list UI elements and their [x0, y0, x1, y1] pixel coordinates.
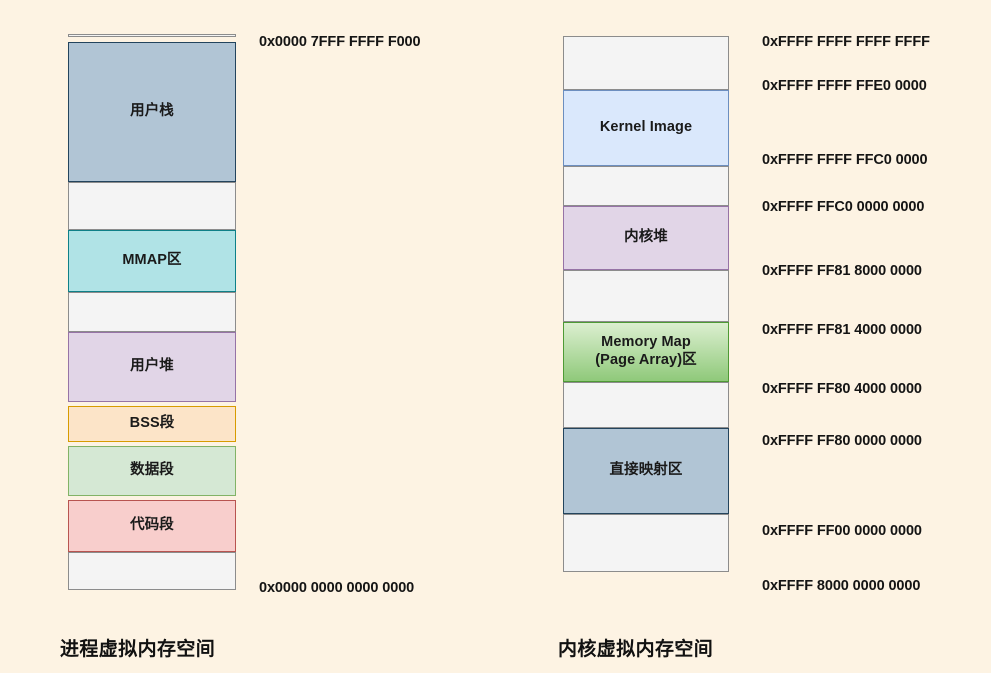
block-label: 内核堆 — [624, 229, 668, 246]
stack-top-hairline — [68, 34, 236, 37]
kernel-address-label: 0xFFFF FF80 4000 0000 — [762, 381, 922, 397]
kernel-gap-block — [563, 36, 729, 90]
kernel-block-direct: 直接映射区 — [563, 428, 729, 514]
block-label: 数据段 — [130, 462, 174, 479]
kernel-address-label: 0xFFFF FF81 4000 0000 — [762, 322, 922, 338]
process-space-caption: 进程虚拟内存空间 — [60, 639, 216, 660]
kernel-address-label: 0xFFFF 8000 0000 0000 — [762, 578, 921, 594]
process-block-code: 代码段 — [68, 500, 236, 552]
process-block-heap: 用户堆 — [68, 332, 236, 402]
kernel-gap-block — [563, 166, 729, 206]
kernel-space-caption: 内核虚拟内存空间 — [558, 639, 714, 660]
process-gap-block — [68, 552, 236, 590]
kernel-gap-block — [563, 382, 729, 428]
kernel-block-stack: Kernel Image 内核堆 Memory Map (Page Array)区直… — [563, 36, 729, 572]
process-memory-column: 用户栈 MMAP区用户堆 BSS段数据段代码段 — [68, 34, 236, 590]
kernel-block-kimage: Kernel Image — [563, 90, 729, 166]
kernel-address-label: 0xFFFF FFFF FFC0 0000 — [762, 152, 928, 168]
process-gap-block — [68, 292, 236, 332]
kernel-address-label: 0xFFFF FFFF FFFF FFFF — [762, 34, 930, 50]
process-gap-block — [68, 182, 236, 230]
block-label: 用户栈 — [130, 103, 174, 120]
block-label: Memory Map (Page Array)区 — [595, 334, 697, 368]
block-label: 直接映射区 — [609, 462, 683, 479]
process-block-stack: 用户栈 MMAP区用户堆 BSS段数据段代码段 — [68, 34, 236, 590]
kernel-address-label: 0xFFFF FFFF FFE0 0000 — [762, 78, 927, 94]
kernel-address-label: 0xFFFF FF80 0000 0000 — [762, 433, 922, 449]
kernel-gap-block — [563, 270, 729, 322]
block-label: BSS段 — [129, 415, 175, 432]
kernel-address-label: 0xFFFF FFC0 0000 0000 — [762, 199, 925, 215]
process-block-bss: BSS段 — [68, 406, 236, 442]
process-block-mmap: MMAP区 — [68, 230, 236, 292]
kernel-gap-block — [563, 514, 729, 572]
kernel-address-label: 0xFFFF FF00 0000 0000 — [762, 523, 922, 539]
block-label: 代码段 — [130, 517, 174, 534]
process-block-stack: 用户栈 — [68, 42, 236, 182]
process-top-address: 0x0000 7FFF FFFF F000 — [259, 34, 421, 50]
process-block-data: 数据段 — [68, 446, 236, 496]
kernel-memory-column: Kernel Image 内核堆 Memory Map (Page Array)区直… — [563, 36, 729, 572]
kernel-block-memmap: Memory Map (Page Array)区 — [563, 322, 729, 382]
kernel-address-label: 0xFFFF FF81 8000 0000 — [762, 263, 922, 279]
kernel-block-kheap: 内核堆 — [563, 206, 729, 270]
block-label: Kernel Image — [599, 119, 693, 136]
block-label: 用户堆 — [130, 358, 174, 375]
process-bottom-address: 0x0000 0000 0000 0000 — [259, 580, 415, 596]
block-label: MMAP区 — [122, 252, 182, 269]
